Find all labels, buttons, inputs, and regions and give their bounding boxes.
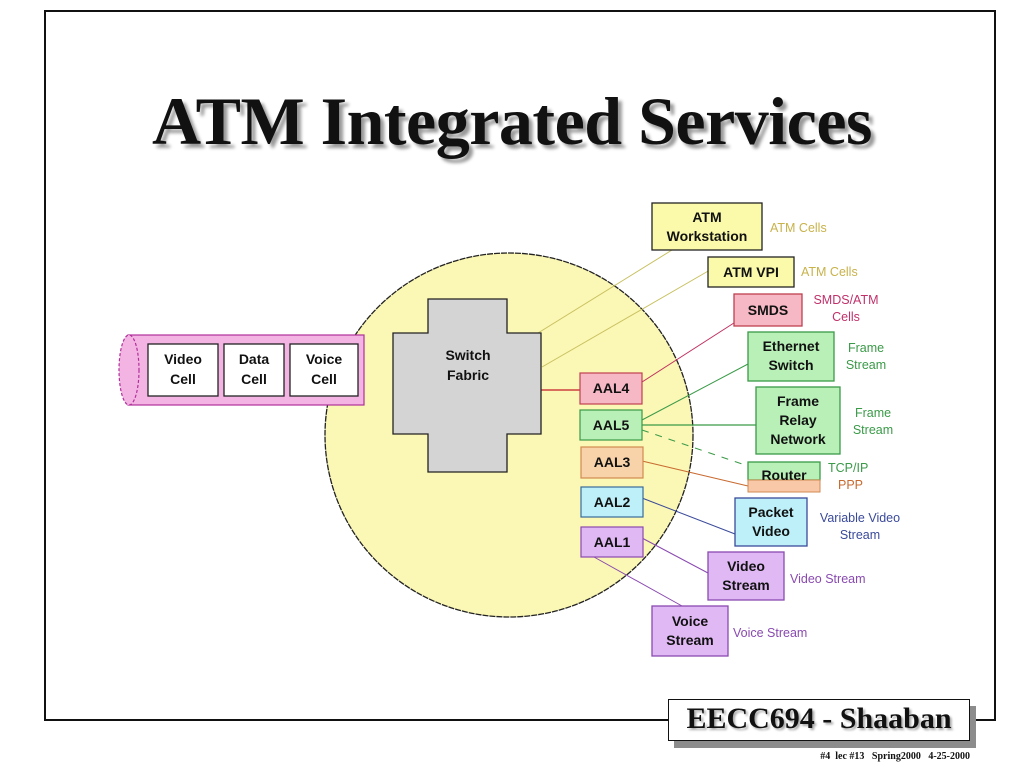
data-cell: Data Cell bbox=[223, 343, 285, 397]
svg-text:TCP/IP: TCP/IP bbox=[828, 461, 868, 475]
endpoint-router: Router TCP/IP PPP bbox=[747, 461, 868, 493]
connector-lines bbox=[537, 249, 756, 607]
svg-text:Voice: Voice bbox=[672, 613, 709, 629]
svg-text:Packet: Packet bbox=[748, 504, 793, 520]
voice-cell: Voice Cell bbox=[289, 343, 359, 397]
svg-text:Cells: Cells bbox=[832, 310, 860, 324]
svg-text:ATM Cells: ATM Cells bbox=[770, 221, 827, 235]
line-ethernet bbox=[641, 363, 749, 421]
aal4-box: AAL4 bbox=[579, 372, 643, 405]
svg-text:Frame: Frame bbox=[855, 406, 891, 420]
svg-text:AAL4: AAL4 bbox=[593, 380, 630, 396]
line-packet-video bbox=[641, 497, 736, 535]
svg-text:Cell: Cell bbox=[311, 371, 337, 387]
svg-text:Voice Stream: Voice Stream bbox=[733, 626, 807, 640]
svg-text:Stream: Stream bbox=[722, 577, 769, 593]
slide-title: ATM Integrated Services bbox=[152, 83, 872, 159]
endpoint-atm-workstation: ATM Workstation ATM Cells bbox=[651, 202, 827, 251]
endpoint-voice-stream: Voice Stream Voice Stream bbox=[651, 605, 807, 657]
svg-text:Workstation: Workstation bbox=[667, 228, 748, 244]
svg-text:AAL2: AAL2 bbox=[594, 494, 631, 510]
svg-text:Video: Video bbox=[752, 523, 790, 539]
endpoint-video-stream: Video Stream Video Stream bbox=[707, 551, 866, 601]
line-router-ppp bbox=[641, 460, 749, 487]
svg-text:ATM Cells: ATM Cells bbox=[801, 265, 858, 279]
switch-fabric: Switch Fabric bbox=[392, 298, 542, 473]
svg-text:Network: Network bbox=[770, 431, 825, 447]
svg-text:Variable Video: Variable Video bbox=[820, 511, 900, 525]
svg-text:SMDS: SMDS bbox=[748, 302, 788, 318]
endpoint-ethernet-switch: Ethernet Switch Frame Stream bbox=[747, 331, 886, 382]
svg-text:Frame: Frame bbox=[777, 393, 819, 409]
endpoint-smds: SMDS SMDS/ATM Cells bbox=[733, 293, 879, 327]
video-cell: Video Cell bbox=[147, 343, 219, 397]
svg-text:Cell: Cell bbox=[170, 371, 196, 387]
svg-text:Frame: Frame bbox=[848, 341, 884, 355]
line-router-tcp bbox=[641, 429, 749, 467]
svg-text:Data: Data bbox=[239, 351, 270, 367]
svg-text:ATM: ATM bbox=[692, 209, 721, 225]
svg-text:Relay: Relay bbox=[779, 412, 817, 428]
endpoint-atm-vpi: ATM VPI ATM Cells bbox=[707, 256, 858, 288]
line-video-stream bbox=[641, 537, 709, 574]
svg-text:Video: Video bbox=[164, 351, 202, 367]
line-vpi bbox=[541, 269, 711, 368]
line-workstation bbox=[537, 249, 673, 334]
svg-text:Voice: Voice bbox=[306, 351, 343, 367]
aal5-box: AAL5 bbox=[579, 409, 643, 441]
svg-text:Stream: Stream bbox=[840, 528, 880, 542]
line-smds bbox=[641, 320, 738, 383]
svg-text:Stream: Stream bbox=[666, 632, 713, 648]
svg-text:AAL3: AAL3 bbox=[594, 454, 631, 470]
svg-text:Fabric: Fabric bbox=[447, 367, 489, 383]
svg-text:Router: Router bbox=[761, 467, 807, 483]
svg-text:AAL1: AAL1 bbox=[594, 534, 631, 550]
line-voice-stream bbox=[593, 556, 683, 607]
svg-text:Switch: Switch bbox=[445, 347, 490, 363]
svg-text:Switch: Switch bbox=[768, 357, 813, 373]
aal3-box: AAL3 bbox=[580, 446, 644, 479]
svg-text:SMDS/ATM: SMDS/ATM bbox=[813, 293, 878, 307]
footer-label: EECC694 - Shaaban bbox=[668, 699, 970, 741]
svg-text:AAL5: AAL5 bbox=[593, 417, 630, 433]
svg-text:Video: Video bbox=[727, 558, 765, 574]
svg-text:Cell: Cell bbox=[241, 371, 267, 387]
svg-text:Ethernet: Ethernet bbox=[763, 338, 820, 354]
footer-meta: #4 lec #13 Spring2000 4-25-2000 bbox=[820, 751, 970, 762]
aal1-box: AAL1 bbox=[580, 526, 644, 558]
svg-text:PPP: PPP bbox=[838, 478, 863, 492]
cell-boxes: Video Cell Data Cell Voice Cell bbox=[147, 343, 359, 397]
endpoint-packet-video: Packet Video Variable Video Stream bbox=[734, 497, 900, 547]
svg-text:Video Stream: Video Stream bbox=[790, 572, 866, 586]
slide-frame bbox=[44, 10, 996, 721]
svg-text:Stream: Stream bbox=[853, 423, 893, 437]
svg-text:ATM VPI: ATM VPI bbox=[723, 264, 779, 280]
svg-text:Stream: Stream bbox=[846, 358, 886, 372]
aal2-box: AAL2 bbox=[580, 486, 644, 518]
endpoint-frame-relay-network: Frame Relay Network Frame Stream bbox=[755, 386, 893, 455]
